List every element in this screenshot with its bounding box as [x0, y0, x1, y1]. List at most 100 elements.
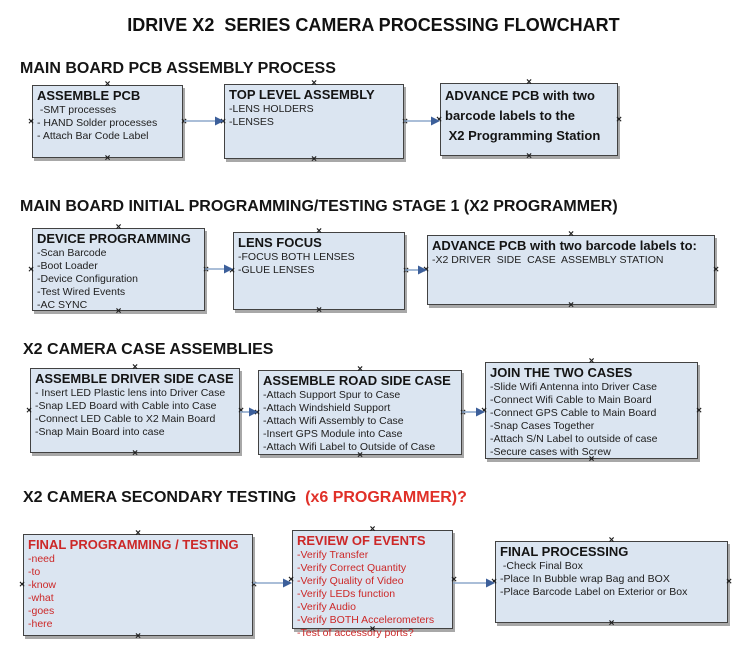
box-item: -Connect GPS Cable to Main Board — [490, 407, 657, 419]
process-box[interactable]: FINAL PROGRAMMING / TESTING-need-to-know… — [19, 529, 257, 642]
connection-point-icon: × — [588, 356, 595, 367]
section-heading-text: X2 CAMERA SECONDARY TESTING — [23, 489, 301, 506]
connection-point-icon: × — [19, 579, 25, 591]
process-box[interactable]: LENS FOCUS-FOCUS BOTH LENSES-GLUE LENSES… — [229, 227, 409, 316]
box-item: -Check Final Box — [500, 560, 583, 572]
flow-arrow[interactable] — [462, 406, 485, 418]
box-item: -Attach Windshield Support — [263, 402, 391, 414]
connection-point-icon: × — [311, 78, 317, 89]
box-item: -Snap Main Board into case — [35, 426, 165, 438]
connection-point-icon: × — [104, 79, 111, 90]
flow-arrow[interactable] — [404, 115, 440, 127]
connection-point-icon: × — [526, 77, 532, 88]
connection-point-icon: × — [616, 114, 622, 125]
box-item: -Test of accessory ports? — [297, 627, 414, 639]
process-box[interactable]: JOIN THE TWO CASES-Slide Wifi Antenna in… — [481, 357, 702, 465]
connection-point-icon: × — [132, 362, 138, 373]
box-title: ADVANCE PCB with two — [445, 88, 595, 103]
section-heading-red-text: (x6 PROGRAMMER)? — [300, 489, 467, 506]
box-item: -AC SYNC — [37, 299, 88, 311]
flow-arrow[interactable] — [405, 264, 427, 276]
connection-point-icon: × — [104, 153, 111, 164]
box-item: -goes — [28, 605, 55, 617]
box-item: -Verify Audio — [297, 601, 356, 613]
box-item: -Attach Wifi Assembly to Case — [263, 415, 404, 427]
box-item: -to — [28, 566, 41, 578]
box-item: -what — [28, 592, 54, 604]
box-title: ASSEMBLE PCB — [37, 88, 141, 103]
box-item: -Connect Wifi Cable to Main Board — [490, 394, 652, 406]
process-box[interactable]: ASSEMBLE ROAD SIDE CASE-Attach Support S… — [254, 365, 466, 461]
box-title: ADVANCE PCB with two barcode labels to: — [432, 238, 697, 253]
box-item: -Place Barcode Label on Exterior or Box — [500, 586, 688, 598]
box-item: -Verify BOTH Accelerometers — [297, 614, 435, 626]
box-item: -Secure cases with Screw — [490, 446, 611, 458]
process-box[interactable]: DEVICE PROGRAMMING-Scan Barcode-Boot Loa… — [28, 223, 209, 317]
box-title: DEVICE PROGRAMMING — [37, 231, 191, 246]
box-title: JOIN THE TWO CASES — [490, 365, 633, 380]
connection-point-icon: × — [568, 300, 574, 311]
box-item: -know — [28, 579, 57, 591]
box-title: FINAL PROGRAMMING / TESTING — [28, 537, 239, 552]
box-title: X2 Programming Station — [445, 128, 601, 143]
page-title: IDRIVE X2 SERIES CAMERA PROCESSING FLOWC… — [127, 15, 620, 35]
box-title: barcode labels to the — [445, 108, 576, 123]
section-heading-text: X2 CAMERA CASE ASSEMBLIES — [23, 341, 274, 358]
section-heading: X2 CAMERA SECONDARY TESTING (x6 PROGRAMM… — [23, 489, 467, 507]
box-item: -Attach Wifi Label to Outside of Case — [263, 441, 436, 453]
connection-point-icon: × — [311, 154, 317, 165]
box-item: -LENS HOLDERS — [229, 103, 314, 115]
connection-point-icon: × — [726, 576, 732, 588]
box-item: -Place In Bubble wrap Bag and BOX — [500, 573, 670, 585]
process-box[interactable]: FINAL PROCESSING -Check Final Box-Place … — [491, 536, 732, 629]
connection-point-icon: × — [696, 405, 702, 416]
box-title: FINAL PROCESSING — [500, 544, 629, 559]
box-title: TOP LEVEL ASSEMBLY — [229, 87, 375, 102]
box-item: -Scan Barcode — [37, 247, 107, 259]
box-item: - HAND Solder processes — [37, 117, 158, 129]
box-title: LENS FOCUS — [238, 235, 322, 250]
process-box[interactable]: TOP LEVEL ASSEMBLY-LENS HOLDERS-LENSES××… — [220, 79, 408, 165]
process-box[interactable]: REVIEW OF EVENTS-Verify Transfer-Verify … — [288, 525, 457, 640]
flow-arrow[interactable] — [240, 406, 258, 418]
connection-point-icon: × — [135, 528, 141, 539]
connection-point-icon: × — [316, 226, 322, 237]
connection-point-icon: × — [26, 405, 32, 416]
connection-point-icon: × — [135, 631, 141, 642]
connection-point-icon: × — [132, 448, 138, 459]
box-item: -SMT processes — [37, 104, 117, 116]
flow-arrow[interactable] — [205, 263, 233, 275]
box-item: - Attach Bar Code Label — [37, 130, 149, 142]
section-heading-text: MAIN BOARD PCB ASSEMBLY PROCESS — [20, 60, 336, 77]
box-item: -Snap LED Board with Cable into Case — [35, 400, 217, 412]
box-item: -need — [28, 553, 55, 565]
connection-point-icon: × — [713, 264, 719, 276]
connection-point-icon: × — [357, 364, 363, 375]
flow-arrow[interactable] — [253, 577, 292, 589]
flow-arrow[interactable] — [453, 577, 495, 589]
box-item: -Insert GPS Module into Case — [263, 428, 403, 440]
flow-arrow[interactable] — [184, 115, 224, 127]
process-box[interactable]: ASSEMBLE DRIVER SIDE CASE- Insert LED Pl… — [26, 363, 244, 459]
box-title: ASSEMBLE ROAD SIDE CASE — [263, 373, 451, 388]
connection-point-icon: × — [316, 305, 322, 316]
box-item: -here — [28, 618, 53, 630]
box-item: -Verify LEDs function — [297, 588, 396, 600]
box-item: -FOCUS BOTH LENSES — [238, 251, 355, 263]
box-item: -X2 DRIVER SIDE CASE ASSEMBLY STATION — [432, 254, 664, 266]
connection-point-icon: × — [608, 618, 615, 629]
box-item: -Attach Support Spur to Case — [263, 389, 401, 401]
box-item: -Verify Correct Quantity — [297, 562, 407, 574]
process-box[interactable]: ASSEMBLE PCB -SMT processes- HAND Solder… — [28, 80, 187, 164]
connection-point-icon: × — [369, 524, 376, 535]
box-item: -Slide Wifi Antenna into Driver Case — [490, 381, 657, 393]
box-item: -Device Configuration — [37, 273, 138, 285]
section-heading: X2 CAMERA CASE ASSEMBLIES — [23, 341, 273, 359]
process-box[interactable]: ADVANCE PCB with two barcode labels to th… — [436, 78, 622, 162]
connection-point-icon: × — [526, 151, 532, 162]
box-item: -Attach S/N Label to outside of case — [490, 433, 658, 445]
box-item: -Verify Quality of Video — [297, 575, 404, 587]
process-box[interactable]: ADVANCE PCB with two barcode labels to:-… — [423, 230, 719, 311]
box-item: -Test Wired Events — [37, 286, 126, 298]
box-title: REVIEW OF EVENTS — [297, 533, 426, 548]
